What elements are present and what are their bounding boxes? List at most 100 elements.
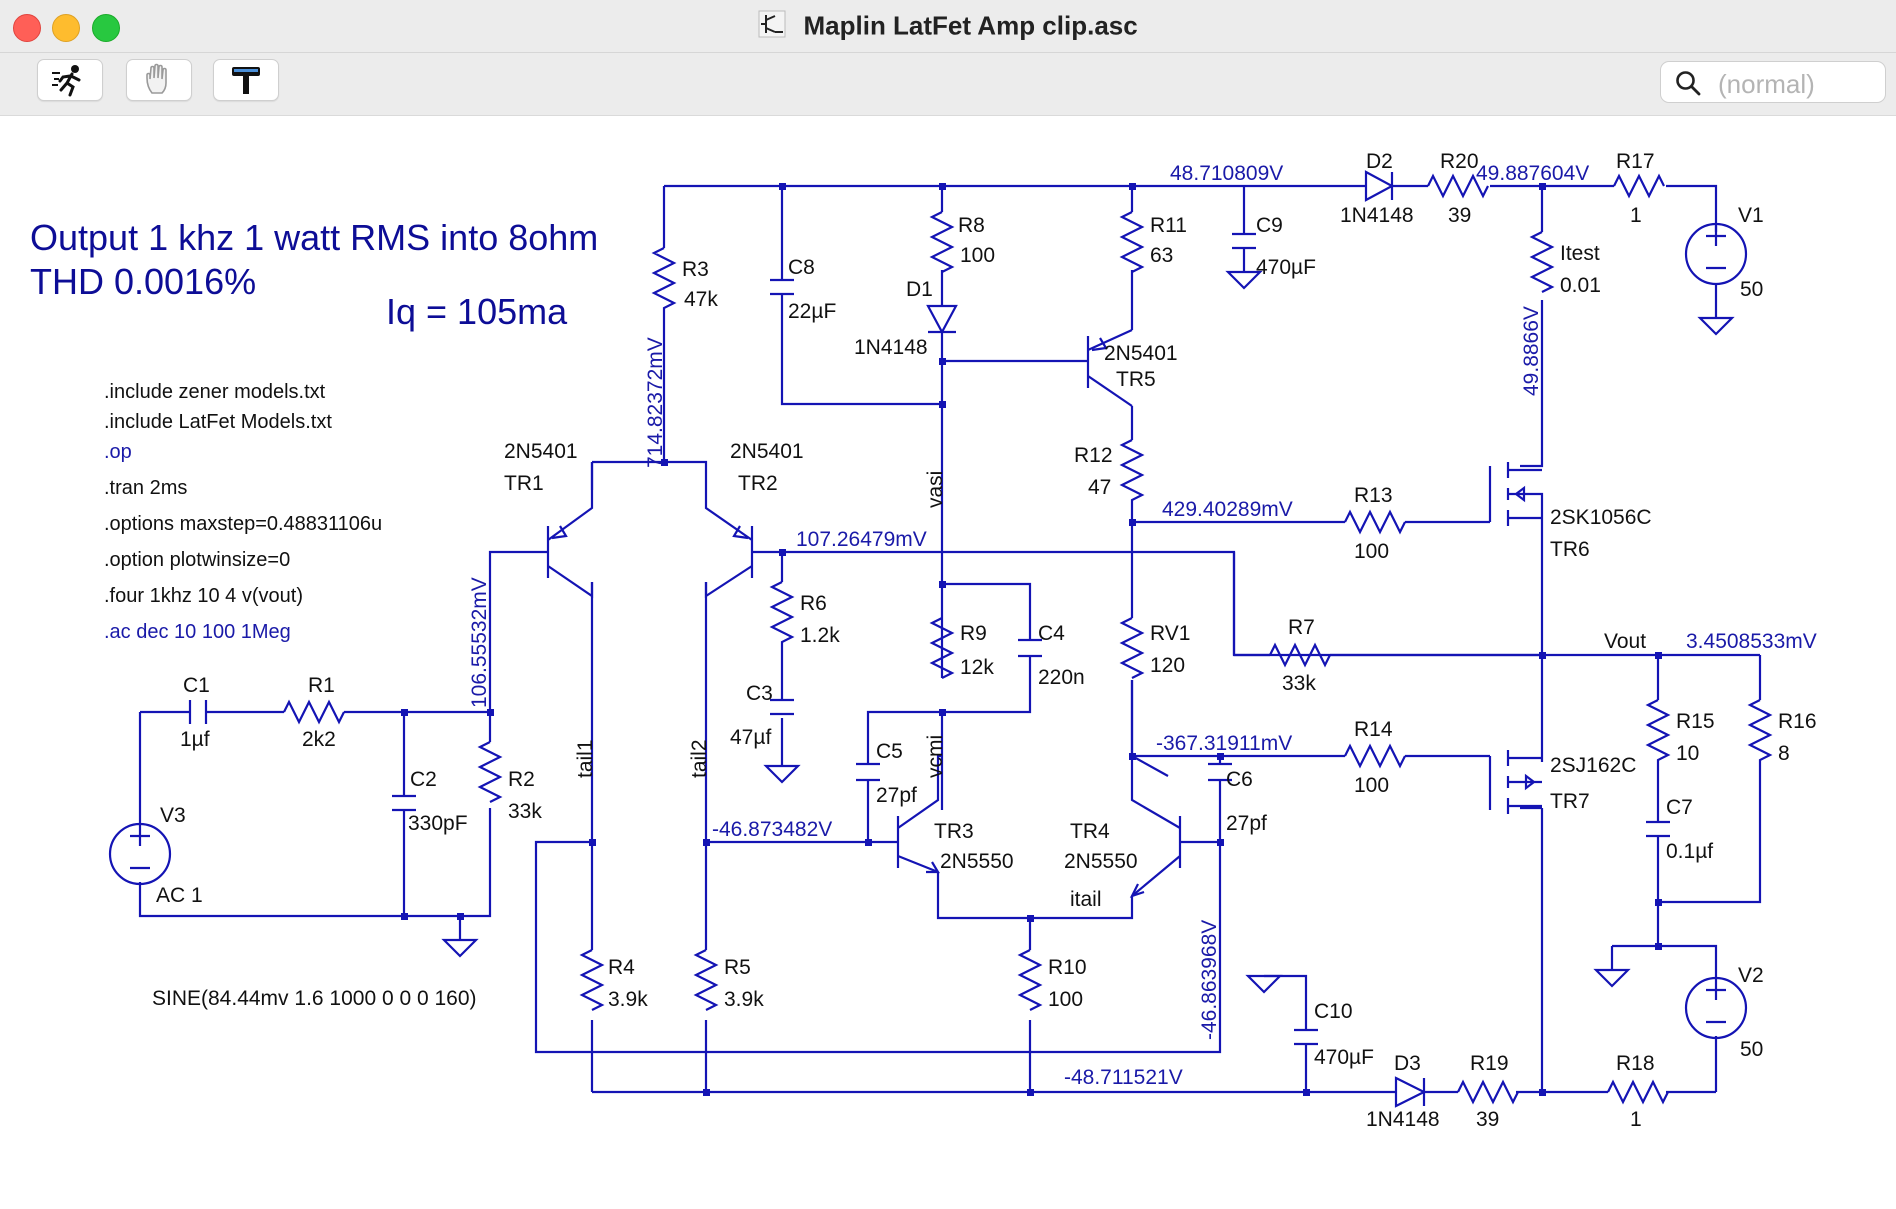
svg-text:39: 39 [1448, 204, 1471, 227]
svg-text:R9: R9 [960, 622, 987, 645]
schematic-drawing[interactable]: Output 1 khz 1 watt RMS into 8ohm THD 0.… [0, 116, 1896, 1204]
directive-tran[interactable]: .tran 2ms [104, 477, 187, 499]
schematic-document-icon [758, 10, 786, 45]
capacitor-c7 [1646, 820, 1670, 850]
svg-text:C2: C2 [410, 768, 437, 791]
svg-text:1N4148: 1N4148 [1340, 204, 1414, 227]
window-title-area: Maplin LatFet Amp clip.asc [0, 10, 1896, 45]
directive-op[interactable]: .op [104, 441, 132, 463]
zoom-window-button[interactable] [92, 14, 120, 42]
svg-text:R13: R13 [1354, 484, 1393, 507]
diodes [926, 170, 1427, 1108]
svg-text:8: 8 [1778, 742, 1790, 765]
close-window-button[interactable] [13, 14, 41, 42]
resistors [283, 173, 1773, 1105]
svg-text:Vout: Vout [1604, 630, 1646, 653]
svg-text:R7: R7 [1288, 616, 1315, 639]
svg-text:C8: C8 [788, 256, 815, 279]
svg-text:2SK1056C: 2SK1056C [1550, 506, 1652, 529]
resistor-r17 [1613, 173, 1665, 199]
svg-text:1N4148: 1N4148 [1366, 1108, 1440, 1131]
svg-text:tail2: tail2 [688, 739, 711, 778]
svg-text:R2: R2 [508, 768, 535, 791]
svg-text:714.82372mV: 714.82372mV [644, 337, 667, 468]
svg-text:tail1: tail1 [574, 739, 597, 778]
resistor-r6 [769, 581, 795, 652]
hammer-icon [232, 67, 260, 94]
transistor-tr1 [546, 462, 594, 599]
halt-button[interactable] [126, 59, 192, 101]
directive-option-plot[interactable]: .option plotwinsize=0 [104, 549, 290, 571]
junction-dots [401, 183, 1662, 1096]
svg-text:R10: R10 [1048, 956, 1087, 979]
svg-text:D2: D2 [1366, 150, 1393, 173]
svg-text:1N4148: 1N4148 [854, 336, 928, 359]
mosfet-tr7 [1488, 750, 1542, 814]
voltage-sources [108, 222, 1748, 1040]
svg-text:R14: R14 [1354, 718, 1393, 741]
transistor-tr2 [704, 490, 754, 599]
svg-text:-46.863968V: -46.863968V [1198, 920, 1221, 1040]
capacitors [188, 232, 1670, 1046]
svg-text:R1: R1 [308, 674, 335, 697]
directive-include-zener[interactable]: .include zener models.txt [104, 381, 326, 403]
resistor-r15 [1645, 699, 1671, 770]
svg-text:47µf: 47µf [730, 726, 771, 749]
svg-text:3.9k: 3.9k [608, 988, 648, 1011]
resistor-r14 [1344, 743, 1406, 769]
directive-options[interactable]: .options maxstep=0.48831106u [104, 513, 382, 535]
sine-source-spec: SINE(84.44mv 1.6 1000 0 0 0 160) [152, 987, 477, 1010]
svg-text:R5: R5 [724, 956, 751, 979]
svg-text:0.01: 0.01 [1560, 274, 1601, 297]
directive-include-latfet[interactable]: .include LatFet Models.txt [104, 411, 332, 433]
run-simulation-button[interactable] [37, 59, 103, 101]
svg-text:100: 100 [1354, 540, 1389, 563]
resistor-itest [1529, 231, 1555, 293]
svg-text:-46.873482V: -46.873482V [712, 818, 832, 841]
svg-text:R19: R19 [1470, 1052, 1509, 1075]
note-iq: Iq = 105ma [386, 291, 568, 332]
svg-text:TR2: TR2 [738, 472, 778, 495]
svg-text:429.40289mV: 429.40289mV [1162, 498, 1293, 521]
transistor-tr5 [1086, 328, 1133, 407]
svg-text:107.26479mV: 107.26479mV [796, 528, 927, 551]
resistor-r4 [579, 949, 605, 1011]
svg-text:100: 100 [960, 244, 995, 267]
svg-text:R6: R6 [800, 592, 827, 615]
svg-text:TR6: TR6 [1550, 538, 1590, 561]
svg-text:V3: V3 [160, 804, 186, 827]
svg-text:47: 47 [1088, 476, 1111, 499]
svg-text:C1: C1 [183, 674, 210, 697]
capacitor-c5 [856, 762, 880, 782]
source-v2 [1684, 976, 1748, 1040]
directive-ac[interactable]: .ac dec 10 100 1Meg [104, 621, 291, 643]
svg-text:33k: 33k [1282, 672, 1316, 695]
svg-text:2N5401: 2N5401 [1104, 342, 1178, 365]
resistor-rv1 [1119, 617, 1145, 679]
grounds [441, 270, 1735, 994]
svg-text:-367.31911mV: -367.31911mV [1156, 732, 1292, 755]
settings-button[interactable] [213, 59, 279, 101]
capacitor-c1 [188, 700, 208, 724]
capacitor-c2 [392, 794, 416, 812]
resistor-r5 [693, 949, 719, 1011]
svg-text:itail: itail [1070, 888, 1102, 911]
svg-text:1: 1 [1630, 1108, 1642, 1131]
svg-text:C9: C9 [1256, 214, 1283, 237]
capacitor-c3 [770, 698, 794, 716]
minimize-window-button[interactable] [52, 14, 80, 42]
voltage-annotations: 48.710809V 49.887604V 49.8866V 714.82372… [468, 162, 1817, 1089]
svg-text:2N5550: 2N5550 [1064, 850, 1138, 873]
search-box[interactable]: (normal) [1660, 61, 1886, 103]
diode-d2 [1358, 170, 1395, 202]
diode-d1 [926, 304, 958, 335]
svg-text:R15: R15 [1676, 710, 1715, 733]
svg-text:1.2k: 1.2k [800, 624, 840, 647]
svg-text:2N5401: 2N5401 [730, 440, 804, 463]
title-bar: Maplin LatFet Amp clip.asc [0, 0, 1896, 53]
schematic-canvas[interactable]: Output 1 khz 1 watt RMS into 8ohm THD 0.… [0, 116, 1896, 1204]
diode-d3 [1394, 1076, 1427, 1108]
search-placeholder: (normal) [1718, 69, 1815, 99]
directive-four[interactable]: .four 1khz 10 4 v(vout) [104, 585, 303, 607]
svg-text:vcmi: vcmi [924, 735, 947, 778]
